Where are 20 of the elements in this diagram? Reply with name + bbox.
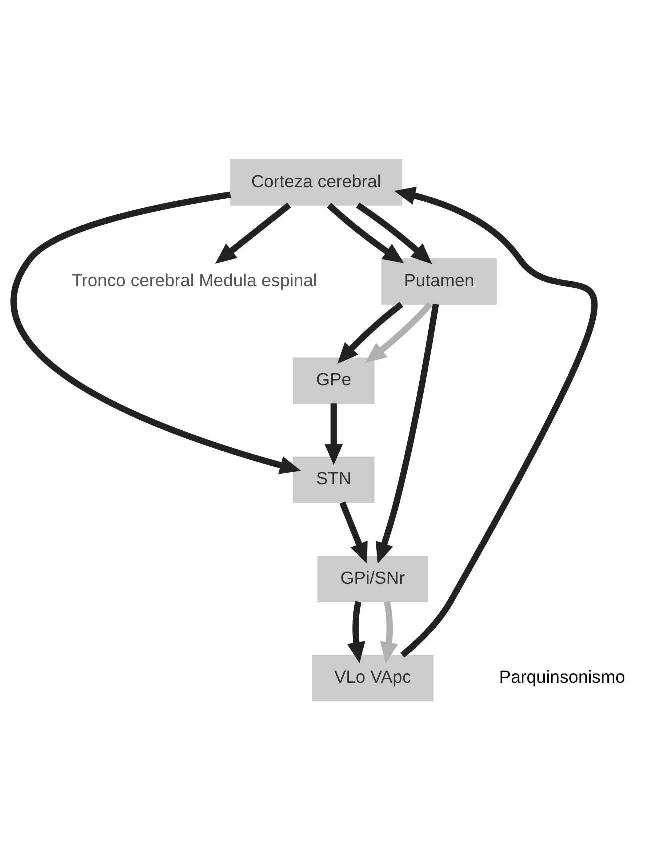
label: Parquinsonismo bbox=[499, 667, 626, 688]
node-box: VLo VApc bbox=[312, 655, 434, 702]
arrow bbox=[394, 186, 598, 658]
node-box: Putamen bbox=[382, 258, 498, 305]
node-box: STN bbox=[293, 456, 375, 504]
arrow bbox=[347, 601, 366, 664]
node-text: Tronco cerebral Medula espinal bbox=[72, 270, 318, 290]
arrow bbox=[215, 202, 292, 264]
node-box: GPe bbox=[293, 358, 375, 404]
arrow bbox=[324, 404, 344, 466]
node-box: Corteza cerebral bbox=[230, 159, 402, 206]
arrow bbox=[340, 502, 368, 564]
arrow bbox=[376, 304, 440, 564]
arrow bbox=[356, 202, 432, 264]
arrow bbox=[327, 203, 404, 264]
arrow bbox=[380, 601, 398, 664]
arrow bbox=[338, 302, 404, 364]
arrow bbox=[12, 192, 302, 474]
node-box: GPi/SNr bbox=[318, 556, 428, 602]
arrow bbox=[365, 302, 433, 364]
